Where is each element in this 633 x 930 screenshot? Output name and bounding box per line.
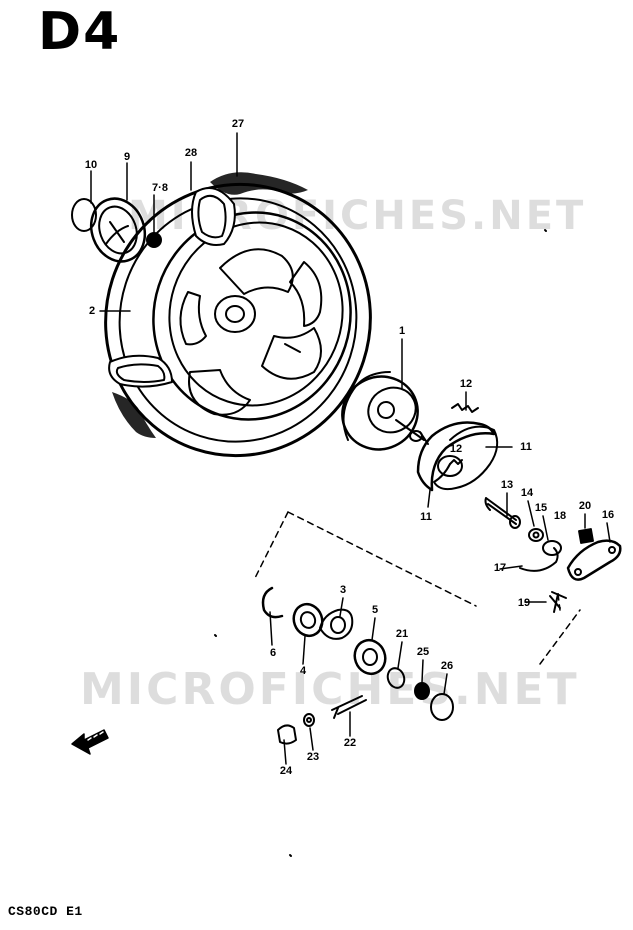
callout-19: 19 [517,597,531,609]
axle-bearing-parts [261,586,454,745]
callout-12-lower: 12 [449,443,463,455]
callout-14: 14 [520,487,534,499]
callout-24: 24 [279,765,293,777]
callout-25: 25 [416,646,430,658]
callout-12-upper: 12 [459,378,473,390]
callout-7-8: 7·8 [152,182,168,194]
callout-28: 28 [184,147,198,159]
callout-13: 13 [500,479,514,491]
callout-15: 15 [534,502,548,514]
front-arrow-icon [71,729,109,755]
callout-9: 9 [123,151,131,163]
watermark-bottom: MICROFICHES.NET [80,664,580,715]
brake-shoes [416,403,499,492]
callout-1: 1 [398,325,406,337]
callout-2: 2 [88,305,96,317]
callout-17: 17 [493,562,507,574]
scan-specks [214,229,547,857]
callout-27: 27 [231,118,245,130]
callout-20: 20 [578,500,592,512]
callout-22: 22 [343,737,357,749]
hub-cap-parts [71,197,162,263]
callout-11-lower: 11 [420,511,432,523]
brake-cam-parts [484,497,622,613]
callout-21: 21 [395,628,409,640]
model-code-footer: CS80CD E1 [8,904,83,919]
callout-10: 10 [84,159,98,171]
tire-wheel-assembly [104,172,372,458]
callout-23: 23 [306,751,320,763]
callout-11-right: 11 [520,441,532,453]
callout-6: 6 [269,647,277,659]
callout-4: 4 [299,665,307,677]
page-title: D4 [38,2,122,62]
callout-26: 26 [440,660,454,672]
callout-3: 3 [339,584,347,596]
callout-18: 18 [553,510,567,522]
callout-5: 5 [371,604,379,616]
brake-drum [341,371,429,451]
callout-16: 16 [601,509,615,521]
leader-lines [90,132,611,765]
assembly-boundary [253,511,581,665]
